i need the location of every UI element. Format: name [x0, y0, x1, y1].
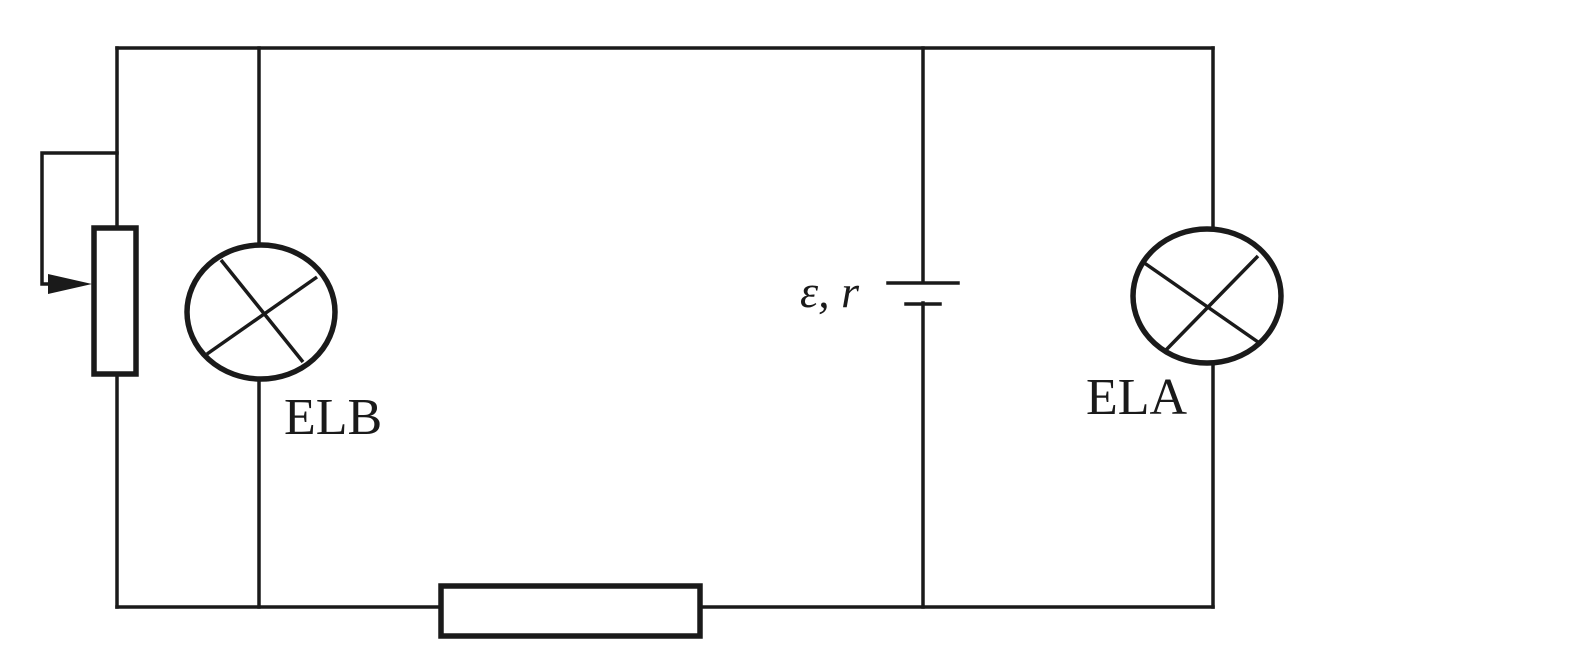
rheostat-slider-arrow-icon [48, 274, 92, 294]
lamp-a-cross-1 [1142, 260, 1259, 344]
battery-label: ε, r [800, 266, 860, 317]
lamp-a-cross-2 [1164, 254, 1260, 352]
lamp-b [184, 242, 338, 382]
rheostat-body [91, 225, 139, 377]
rheostat [48, 225, 139, 377]
lamp-a [1130, 226, 1284, 366]
lamp-a-label: ELA [1086, 369, 1188, 426]
lamp-b-cross-1 [219, 258, 305, 364]
lamp-a-circle-icon [1130, 226, 1284, 366]
lamp-b-label: ELB [284, 389, 382, 446]
lamp-b-cross-2 [205, 275, 319, 356]
fixed-resistor [438, 583, 703, 639]
battery [886, 281, 960, 306]
wires [40, 46, 1215, 609]
